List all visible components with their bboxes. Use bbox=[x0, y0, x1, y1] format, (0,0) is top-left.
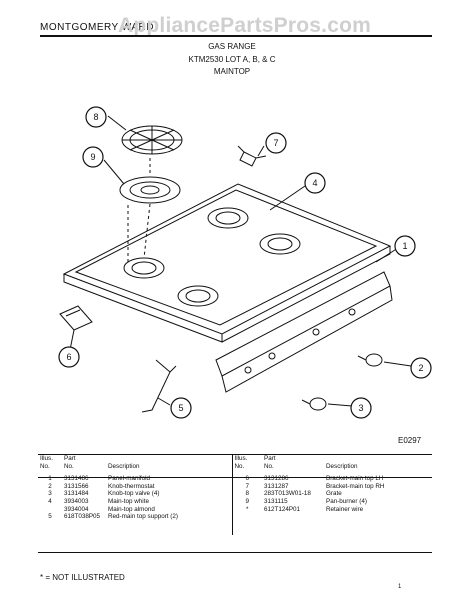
page-tag: 1 bbox=[398, 584, 402, 590]
bracket-rh-drawing bbox=[237, 145, 267, 167]
burner-pan-drawing bbox=[119, 176, 181, 204]
callout-2-circle bbox=[410, 357, 432, 379]
callout-2: 2 bbox=[418, 363, 423, 373]
grate-drawing bbox=[121, 125, 183, 155]
callout-8: 8 bbox=[93, 112, 98, 122]
table-header-row-1: Illus. Part Illus. Part bbox=[38, 455, 432, 463]
parts-table: Illus. Part Illus. Part No. No. Descript… bbox=[38, 455, 432, 535]
th-desc-left: Description bbox=[108, 462, 140, 470]
main-top-drawing bbox=[62, 183, 392, 343]
callout-6: 6 bbox=[66, 352, 71, 362]
th-partno-right: No. bbox=[264, 462, 274, 470]
bracket-lh-drawing bbox=[59, 305, 93, 331]
th-illus-right: Illus. bbox=[231, 455, 262, 463]
th-no-left: No. bbox=[40, 462, 50, 470]
table-header-row-2: No. No. Description No. No. Description bbox=[38, 462, 432, 471]
callout-1-circle bbox=[394, 235, 416, 257]
th-no-right: No. bbox=[231, 462, 262, 471]
parts-diagram: 8 9 7 4 1 2 3 5 6 bbox=[58, 106, 432, 419]
watermark: AppliancePartsPros.com bbox=[118, 14, 371, 37]
th-part-left: Part bbox=[64, 455, 76, 462]
brand-label: MONTGOMERY WARD bbox=[40, 22, 154, 33]
manifold-panel-drawing bbox=[215, 271, 393, 393]
callout-4-circle bbox=[304, 172, 326, 194]
callout-3: 3 bbox=[358, 403, 363, 413]
table-top-rule bbox=[38, 454, 432, 455]
th-partno-left: No. bbox=[64, 462, 74, 470]
callout-4: 4 bbox=[312, 178, 317, 188]
title-line-3: MAINTOP bbox=[213, 67, 251, 76]
th-part-right: Part bbox=[264, 455, 276, 462]
callout-9-circle bbox=[82, 146, 104, 168]
callout-8-circle bbox=[85, 106, 107, 128]
knob-thermostat-drawing bbox=[357, 353, 383, 367]
table-bottom-rule bbox=[38, 552, 432, 553]
support-drawing bbox=[141, 359, 177, 413]
diagram-code: E0297 bbox=[398, 436, 422, 445]
callout-3-circle bbox=[350, 397, 372, 419]
title-line-2: KTM2530 LOT A, B, & C bbox=[188, 55, 276, 64]
callout-5-circle bbox=[170, 397, 192, 419]
th-desc-right: Description bbox=[326, 462, 358, 470]
callout-5: 5 bbox=[178, 403, 183, 413]
callout-7: 7 bbox=[273, 138, 278, 148]
callout-6-circle bbox=[58, 346, 80, 368]
callout-9: 9 bbox=[90, 152, 95, 162]
callout-1: 1 bbox=[402, 241, 407, 251]
callout-7-circle bbox=[265, 132, 287, 154]
title-line-1: GAS RANGE bbox=[208, 42, 256, 51]
th-illus-left: Illus. bbox=[40, 455, 53, 462]
header-rule bbox=[40, 35, 432, 37]
footnote: * = NOT ILLUSTRATED bbox=[40, 573, 125, 582]
knob-top-valve-drawing bbox=[301, 397, 327, 411]
